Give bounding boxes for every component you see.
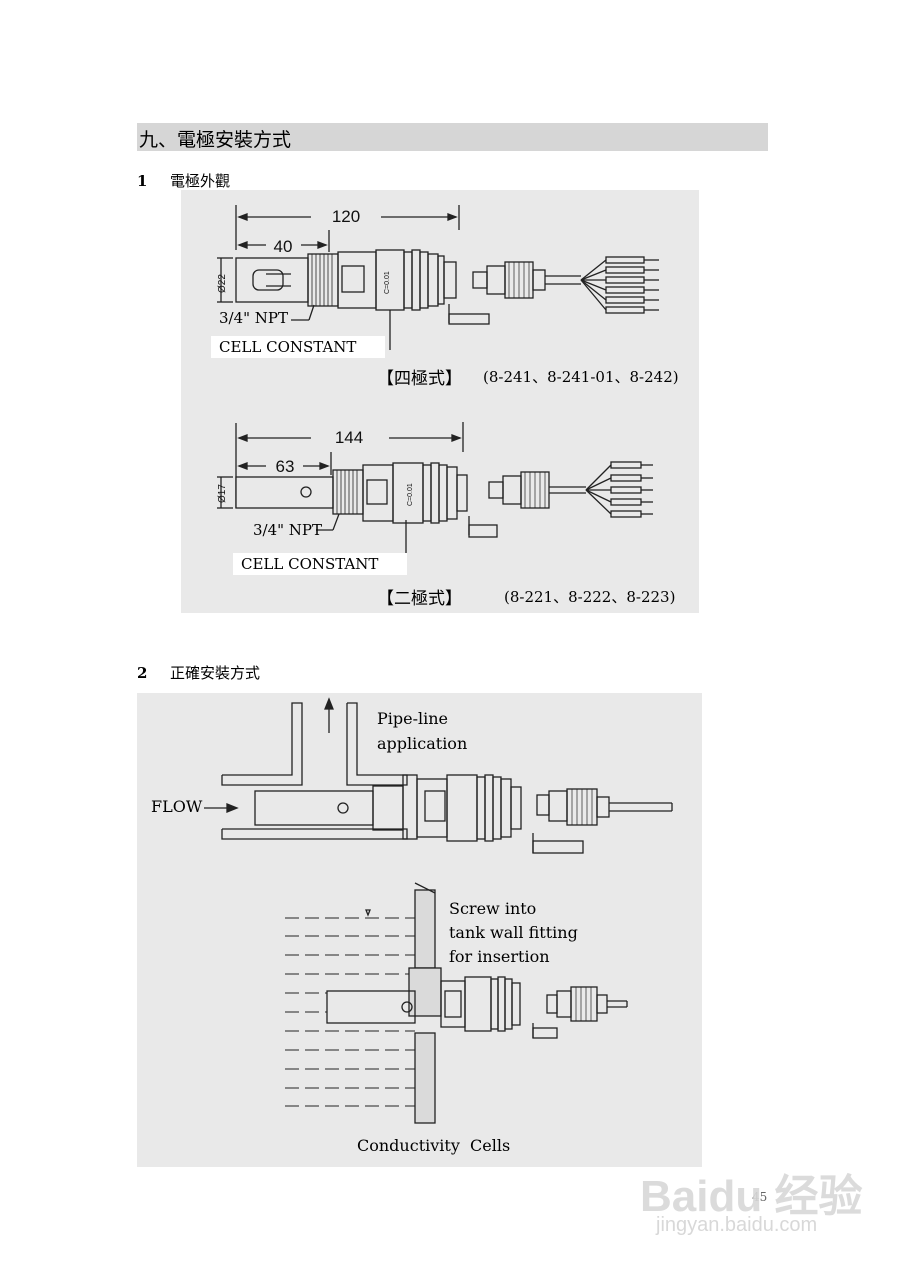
subsection-1: 1 電極外觀 xyxy=(137,170,230,191)
subsection-1-title: 電極外觀 xyxy=(170,172,231,190)
electrode-drawings: 120 40 144 63 Ø22 Ø17 C=0.01 C=0.01 xyxy=(217,205,659,565)
electrode-appearance-panel: 120 40 144 63 Ø22 Ø17 C=0.01 C=0.01 3/4"… xyxy=(181,190,699,613)
tank-label-line3: for insertion xyxy=(449,947,550,966)
baidu-watermark-url: jingyan.baidu.com xyxy=(656,1214,818,1236)
body-mark-b: C=0.01 xyxy=(407,483,414,506)
dim-body-a: 40 xyxy=(274,237,293,256)
type-label-a: 【四極式】 xyxy=(377,369,462,388)
section-heading-bar xyxy=(137,123,768,151)
tank-label-line1: Screw into xyxy=(449,899,537,918)
type-label-b: 【二極式】 xyxy=(377,589,462,608)
subsection-2-title: 正確安裝方式 xyxy=(170,664,261,682)
tank-label-line2: tank wall fitting xyxy=(449,923,578,942)
dim-dia-a: Ø22 xyxy=(217,274,228,293)
thread-label-b: 3/4" NPT xyxy=(253,521,323,539)
subsection-2-number: 2 xyxy=(137,664,148,682)
page-number: 45 xyxy=(752,1190,768,1204)
thread-label-a: 3/4" NPT xyxy=(219,309,289,327)
subsection-2: 2 正確安裝方式 xyxy=(137,662,260,683)
dim-body-b: 63 xyxy=(276,457,295,476)
body-mark-a: C=0.01 xyxy=(384,271,391,294)
installation-drawings xyxy=(204,697,673,1124)
dim-total-a: 120 xyxy=(332,207,360,226)
section-title: 九、電極安裝方式 xyxy=(139,129,292,151)
pipe-label-line1: Pipe-line xyxy=(377,709,449,728)
cell-constant-b: CELL CONSTANT xyxy=(233,553,407,575)
conductivity-cells-caption: Conductivity Cells xyxy=(357,1136,511,1155)
pipe-label-line2: application xyxy=(377,734,468,753)
dim-total-b: 144 xyxy=(335,428,363,447)
subsection-1-number: 1 xyxy=(137,172,148,190)
models-b: (8-221、8-222、8-223) xyxy=(504,588,676,606)
flow-label: FLOW xyxy=(151,797,203,816)
models-a: (8-241、8-241-01、8-242) xyxy=(483,368,679,386)
cell-constant-a: CELL CONSTANT xyxy=(211,336,385,358)
baidu-watermark-logo: Baidu 经验 xyxy=(640,1172,863,1221)
dim-dia-b: Ø17 xyxy=(217,484,228,503)
installation-panel: Pipe-line application FLOW Screw into ta… xyxy=(137,693,702,1167)
